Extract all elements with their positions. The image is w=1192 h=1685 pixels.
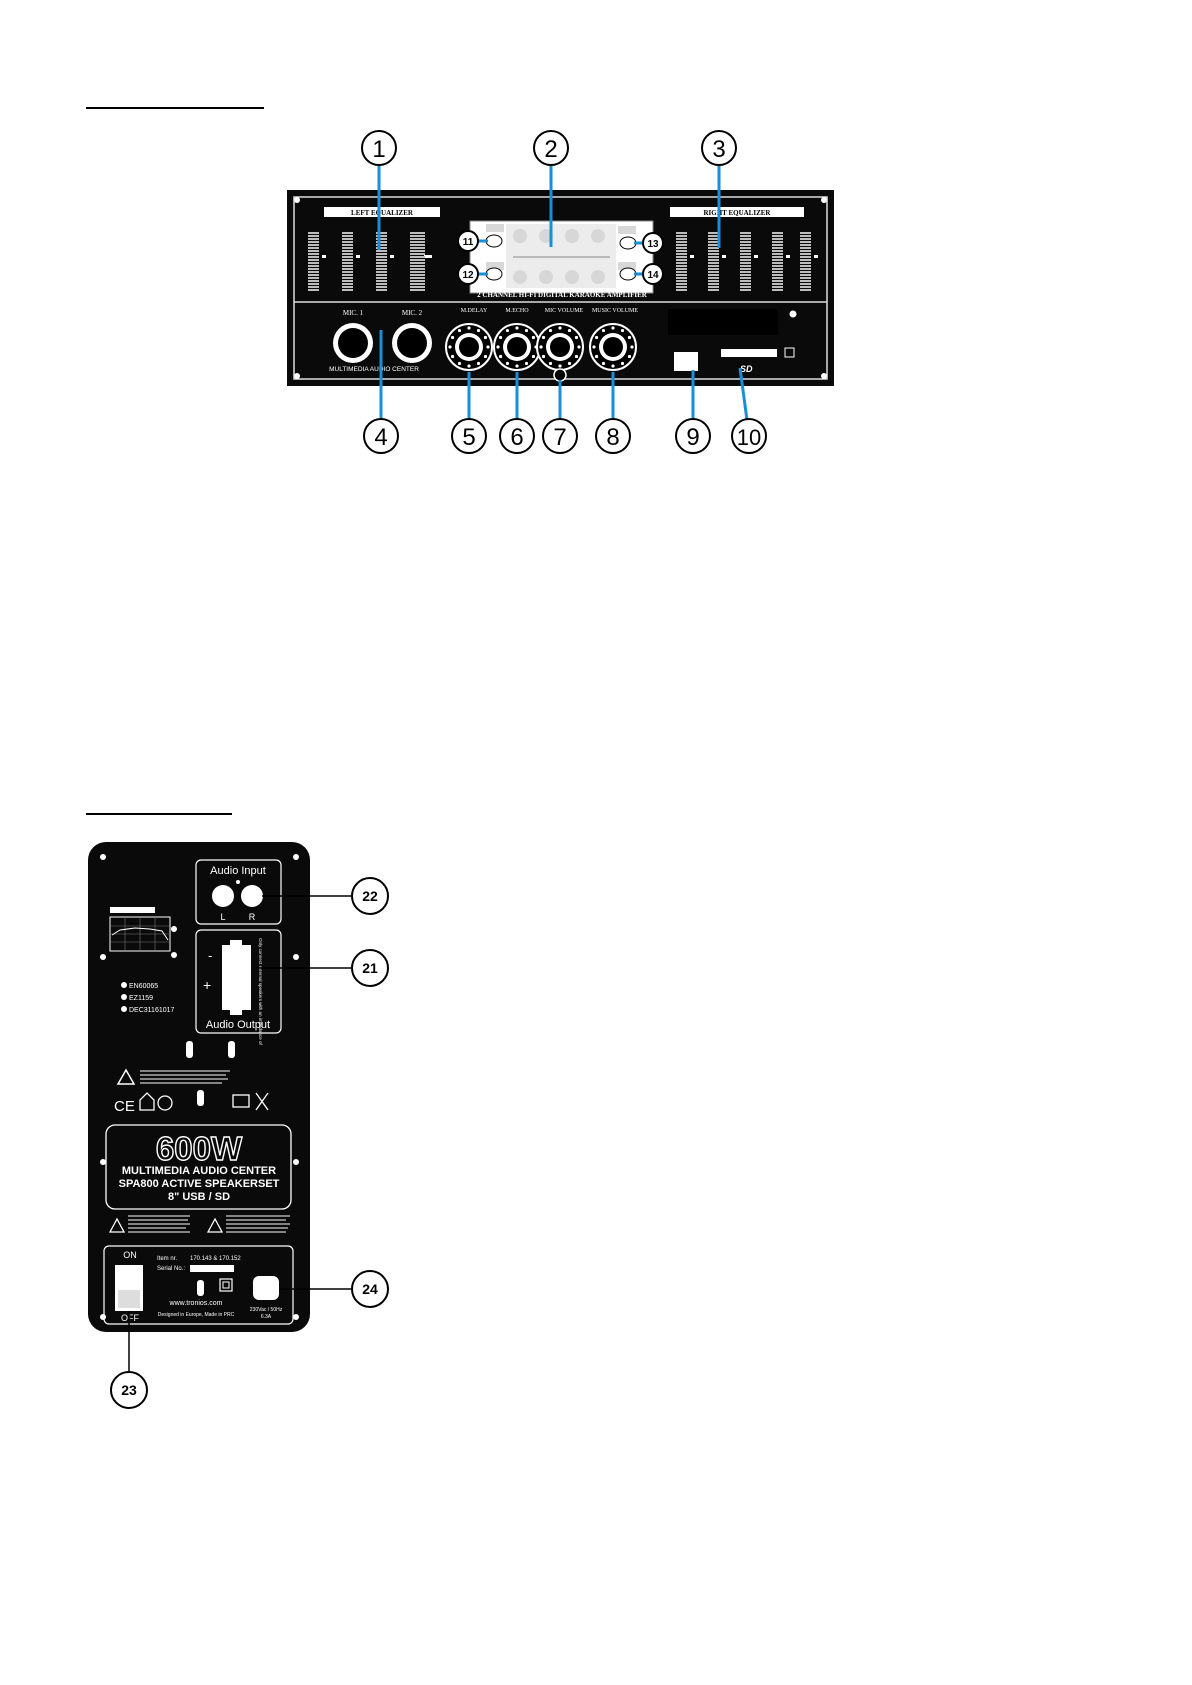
item-nr-value: 170.143 & 170.152 xyxy=(190,1256,241,1262)
callout-4: 4 xyxy=(374,424,387,451)
front-panel-screws xyxy=(294,197,827,379)
left-equalizer-bars xyxy=(308,232,432,291)
mic1-label: MIC. 1 xyxy=(343,309,364,317)
callout-8: 8 xyxy=(606,424,619,451)
left-equalizer-label: LEFT EQUALIZER xyxy=(351,209,414,217)
front-knobs xyxy=(445,323,637,371)
amp-title: 2 CHANNEL HI-FI DIGITAL KARAOKE AMPLIFIE… xyxy=(477,291,648,299)
input-left-label: L xyxy=(220,912,225,922)
callout-11: 11 xyxy=(463,237,474,248)
usb-port xyxy=(674,352,698,371)
svg-text:SD: SD xyxy=(740,364,753,374)
knob-label-mic-volume: MIC VOLUME xyxy=(545,308,584,314)
display-window xyxy=(668,309,778,335)
callout-14: 14 xyxy=(647,270,659,281)
minus-label: - xyxy=(208,948,212,963)
knob-label-music-volume: MUSIC VOLUME xyxy=(592,308,638,314)
right-equalizer-label: RIGHT EQUALIZER xyxy=(704,209,772,217)
website: www.tronios.com xyxy=(169,1300,223,1307)
callout-lines-rear xyxy=(128,895,352,1373)
callout-6: 6 xyxy=(510,424,523,451)
plus-label: + xyxy=(203,977,211,993)
callout-24: 24 xyxy=(362,1281,378,1297)
svg-text:CE: CE xyxy=(114,1098,135,1115)
callout-21: 21 xyxy=(362,960,378,976)
callout-12: 12 xyxy=(462,270,474,281)
mic2-label: MIC. 2 xyxy=(402,309,423,317)
audio-input-label: Audio Input xyxy=(210,865,266,877)
callout-9: 9 xyxy=(686,424,699,451)
switch-off-label: OFF xyxy=(121,1313,139,1323)
sd-slot xyxy=(721,349,777,357)
callout-5: 5 xyxy=(462,424,475,451)
callout-13: 13 xyxy=(647,239,659,250)
model-line-2: SPA800 ACTIVE SPEAKERSET xyxy=(119,1178,280,1190)
designed-label: Designed in Europe, Made in PRC xyxy=(158,1312,235,1318)
switch-on-label: ON xyxy=(123,1250,137,1260)
speaker-terminal xyxy=(222,945,251,1010)
callout-2: 2 xyxy=(544,136,557,163)
callout-lines-front xyxy=(377,163,749,421)
model-line-1: MULTIMEDIA AUDIO CENTER xyxy=(122,1165,276,1177)
item-nr-label: Item nr. xyxy=(157,1256,177,1262)
callout-1: 1 xyxy=(372,136,385,163)
power-spec: 230Vac / 50Hz xyxy=(250,1307,283,1313)
callout-23: 23 xyxy=(121,1382,137,1398)
panel-brand: MULTIMEDIA AUDIO CENTER xyxy=(329,366,419,373)
right-equalizer-bars xyxy=(676,232,818,291)
power-inlet xyxy=(253,1276,279,1300)
model-power: 600W xyxy=(156,1130,243,1167)
cert-1: EN60065 xyxy=(129,983,158,990)
model-line-3: 8" USB / SD xyxy=(168,1191,230,1203)
audio-output-label: Audio Output xyxy=(206,1019,270,1031)
input-right-label: R xyxy=(249,912,256,922)
serial-label: Serial No.: xyxy=(157,1266,185,1272)
mic-jacks xyxy=(333,323,432,363)
callout-circles-rear xyxy=(110,877,389,1409)
callout-10: 10 xyxy=(737,425,761,450)
knob-label-echo: M.ECHO xyxy=(505,308,529,314)
cert-3: DEC31161017 xyxy=(129,1007,175,1014)
callout-7: 7 xyxy=(553,424,566,451)
callout-3: 3 xyxy=(712,136,725,163)
callout-22: 22 xyxy=(362,888,378,904)
fuse-spec: 6.3A xyxy=(261,1314,272,1320)
callout-circles-front xyxy=(361,130,767,454)
knob-label-delay: M.DELAY xyxy=(461,308,488,314)
output-note: Only connect external speakers with an i… xyxy=(258,938,263,1046)
cert-2: EZ1159 xyxy=(129,995,153,1002)
